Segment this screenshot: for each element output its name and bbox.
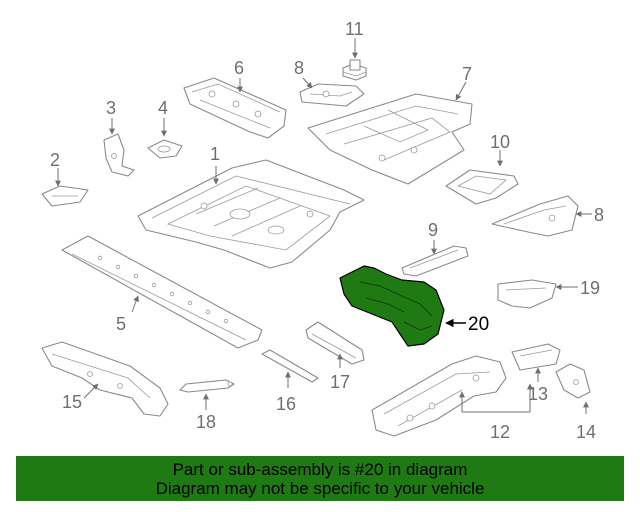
part-17-channel [305,321,365,365]
part-4-plate [147,139,183,159]
callout-8-upper: 8 [294,58,304,78]
leader-5 [131,295,139,313]
part-14-gusset [555,363,591,399]
callout-20: 20 [468,314,489,335]
part-13-bracket [511,343,561,371]
leader-7 [455,81,467,101]
part-8-upper-plate [299,83,365,107]
part-12-rear-frame [371,355,507,437]
part-9-crossmember [401,245,469,277]
callout-7: 7 [462,64,472,84]
callout-2: 2 [50,150,60,170]
callout-12: 12 [490,422,510,442]
part-18-rod [179,379,235,393]
callout-1: 1 [210,144,220,164]
callout-5: 5 [116,314,126,334]
info-banner: Part or sub-assembly is #20 in diagram D… [16,456,624,501]
part-15-frame [41,341,169,417]
callout-13: 13 [528,384,548,404]
callout-18: 18 [196,412,216,432]
callout-4: 4 [158,98,168,118]
part-20-highlighted-panel [339,265,445,347]
callout-9: 9 [428,220,438,240]
part-7-rear-floor [307,93,473,185]
callout-6: 6 [234,58,244,78]
parts-diagram: 11 6 8 7 3 4 [41,19,604,442]
callout-17: 17 [330,372,350,392]
part-6-bracket [183,77,287,139]
part-8-right-rail [491,195,579,237]
callout-16: 16 [276,394,296,414]
part-2-bracket [41,185,89,207]
callout-10: 10 [490,132,510,152]
leader-15 [83,383,99,399]
callout-15: 15 [62,392,82,412]
banner-line-2: Diagram may not be specific to your vehi… [155,479,485,498]
leader-8-upper [302,77,313,89]
banner-line-1: Part or sub-assembly is #20 in diagram [172,460,468,479]
part-5-side-sill [61,235,263,349]
callout-19: 19 [580,278,600,298]
part-16-bar [261,349,319,383]
part-10-panel [445,169,519,205]
part-1-floor-pan [137,159,365,269]
callout-14: 14 [576,422,596,442]
part-3-bracket [103,133,135,177]
part-11-stud [342,59,367,81]
callout-11: 11 [345,19,364,39]
callout-8-right: 8 [594,205,604,225]
callout-3: 3 [106,98,116,118]
part-19-bracket [497,279,557,309]
